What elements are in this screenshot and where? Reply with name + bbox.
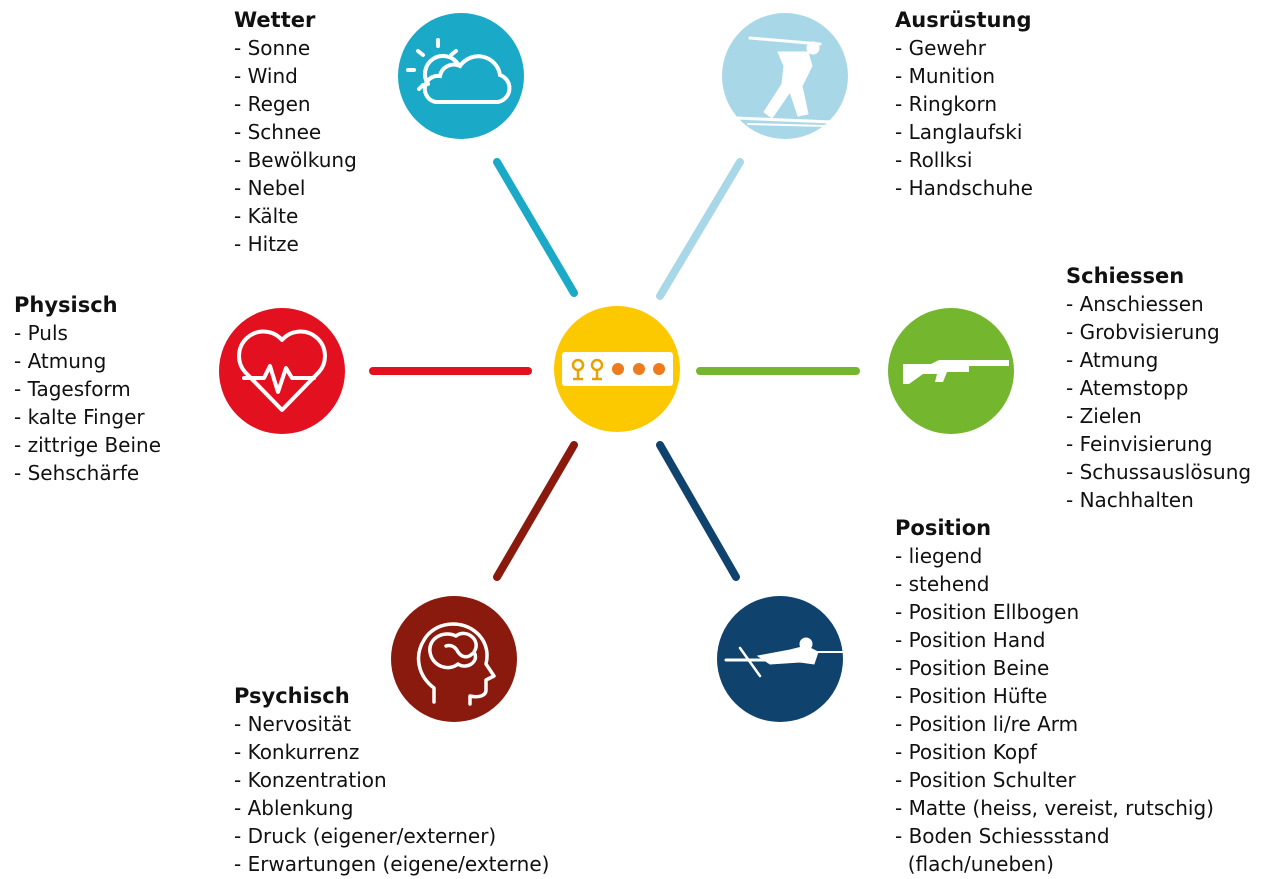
- group-wetter: Wetter - Sonne - Wind - Regen - Schnee -…: [234, 6, 357, 258]
- biathlete-skiing-icon: [722, 13, 848, 139]
- group-title: Psychisch: [234, 684, 350, 708]
- list-item: - zittrige Beine: [14, 433, 162, 457]
- group-physisch: Physisch - Puls - Atmung - Tagesform - k…: [14, 291, 161, 487]
- list-item: - Rollksi: [895, 148, 973, 172]
- list-item: - Feinvisierung: [1066, 432, 1213, 456]
- list-item: - Nervosität: [234, 712, 352, 736]
- list-item: - Munition: [895, 64, 996, 88]
- group-schiessen: Schiessen - Anschiessen - Grobvisierung …: [1066, 262, 1251, 514]
- list-item: - Handschuhe: [895, 176, 1033, 200]
- heart-pulse-icon: [219, 308, 345, 434]
- list-item: - Position Hüfte: [895, 684, 1048, 708]
- list-item: - Kälte: [234, 204, 299, 228]
- list-item: - Sehschärfe: [14, 461, 140, 485]
- list-item: - kalte Finger: [14, 405, 145, 429]
- rifle-icon: [888, 308, 1014, 434]
- list-item: - liegend: [895, 544, 983, 568]
- list-item: - Ringkorn: [895, 92, 998, 116]
- list-item: - Nebel: [234, 176, 306, 200]
- list-item: - Anschiessen: [1066, 292, 1204, 316]
- group-position: Position - liegend - stehend - Position …: [895, 514, 1214, 878]
- list-item: (flach/uneben): [895, 852, 1054, 876]
- item-list: - liegend - stehend - Position Ellbogen …: [895, 542, 1214, 878]
- list-item: - Tagesform: [14, 377, 131, 401]
- list-item: - Konzentration: [234, 768, 387, 792]
- list-item: - Atmung: [1066, 348, 1159, 372]
- list-item: - stehend: [895, 572, 990, 596]
- group-title: Ausrüstung: [895, 8, 1032, 32]
- list-item: - Gewehr: [895, 36, 986, 60]
- list-item: - Erwartungen (eigene/externe): [234, 852, 550, 876]
- brain-head-icon: [391, 596, 517, 722]
- list-item: - Bewölkung: [234, 148, 357, 172]
- list-item: - Position Hand: [895, 628, 1046, 652]
- list-item: - Position Schulter: [895, 768, 1076, 792]
- list-item: - Matte (heiss, vereist, rutschig): [895, 796, 1214, 820]
- list-item: - Grobvisierung: [1066, 320, 1220, 344]
- item-list: - Nervosität - Konkurrenz - Konzentratio…: [234, 710, 549, 878]
- spoke-wetter: [493, 158, 578, 297]
- target-icon: [554, 306, 680, 432]
- list-item: - Position Ellbogen: [895, 600, 1080, 624]
- list-item: - Zielen: [1066, 404, 1142, 428]
- list-item: - Konkurrenz: [234, 740, 360, 764]
- group-ausruestung: Ausrüstung - Gewehr - Munition - Ringkor…: [895, 6, 1033, 202]
- sun-cloud-icon: [398, 13, 524, 139]
- group-title: Schiessen: [1066, 264, 1185, 288]
- list-item: - Puls: [14, 321, 68, 345]
- prone-biathlete-icon: [717, 596, 849, 722]
- list-item: - Schnee: [234, 120, 322, 144]
- list-item: - Nachhalten: [1066, 488, 1194, 512]
- list-item: - Atmung: [14, 349, 107, 373]
- group-title: Wetter: [234, 8, 316, 32]
- spoke-psychisch: [493, 441, 578, 581]
- list-item: - Hitze: [234, 232, 299, 256]
- list-item: - Position Beine: [895, 656, 1050, 680]
- group-title: Position: [895, 516, 992, 540]
- spoke-ausruestung: [656, 158, 744, 300]
- item-list: - Puls - Atmung - Tagesform - kalte Fing…: [14, 319, 161, 487]
- item-list: - Anschiessen - Grobvisierung - Atmung -…: [1066, 290, 1251, 514]
- list-item: - Langlaufski: [895, 120, 1023, 144]
- list-item: - Position li/re Arm: [895, 712, 1079, 736]
- list-item: - Ablenkung: [234, 796, 354, 820]
- group-psychisch: Psychisch - Nervosität - Konkurrenz - Ko…: [234, 682, 549, 878]
- list-item: - Wind: [234, 64, 298, 88]
- group-title: Physisch: [14, 293, 118, 317]
- item-list: - Gewehr - Munition - Ringkorn - Langlau…: [895, 34, 1033, 202]
- spoke-position: [656, 441, 740, 581]
- item-list: - Sonne - Wind - Regen - Schnee - Bewölk…: [234, 34, 357, 258]
- list-item: - Sonne: [234, 36, 311, 60]
- list-item: - Position Kopf: [895, 740, 1037, 764]
- list-item: - Regen: [234, 92, 311, 116]
- list-item: - Schussauslösung: [1066, 460, 1252, 484]
- list-item: - Druck (eigener/externer): [234, 824, 497, 848]
- list-item: - Atemstopp: [1066, 376, 1189, 400]
- list-item: - Boden Schiessstand: [895, 824, 1110, 848]
